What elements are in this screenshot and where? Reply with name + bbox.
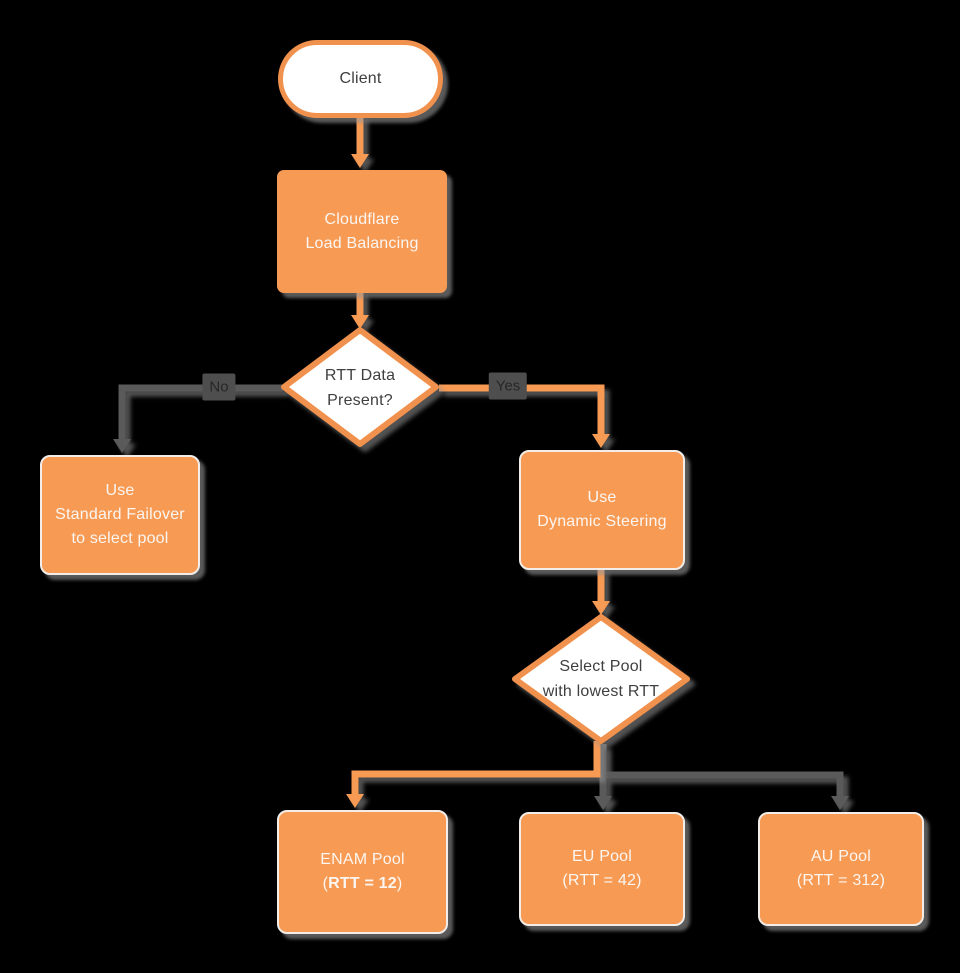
node-dynamic-line1: Use <box>587 489 617 506</box>
node-eu-pool: EU Pool (RTT = 42) <box>519 812 685 926</box>
node-enam-line1: ENAM Pool <box>320 851 405 868</box>
node-enam-rtt-value: RTT = 12 <box>328 875 397 892</box>
node-client-label: Client <box>339 70 382 87</box>
node-enam-paren-close: ) <box>396 875 403 892</box>
node-client: Client <box>278 40 443 118</box>
node-enam-pool: ENAM Pool (RTT = 12) <box>277 810 448 934</box>
node-failover-line1: Use <box>105 482 135 499</box>
node-failover-line3: to select pool <box>71 530 169 547</box>
node-enam-line2: (RTT = 12) <box>323 872 403 896</box>
node-failover-line2: Standard Failover <box>55 506 185 523</box>
decision-rtt-line1: RTT Data <box>324 367 396 384</box>
decision-select-line2: with lowest RTT <box>542 683 660 700</box>
node-au-line1: AU Pool <box>810 848 872 865</box>
edge-label-yes: Yes <box>488 372 528 400</box>
node-eu-line2: (RTT = 42) <box>562 872 642 889</box>
node-cloudflare-load-balancing: Cloudflare Load Balancing <box>277 170 447 293</box>
node-dynamic-line2: Dynamic Steering <box>537 513 667 530</box>
edge-label-no: No <box>202 373 236 401</box>
decision-select-line1: Select Pool <box>559 658 643 675</box>
decision-select-pool-label: Select Pool with lowest RTT <box>511 647 691 711</box>
node-cloudflare-line2: Load Balancing <box>305 234 419 252</box>
node-dynamic-steering: Use Dynamic Steering <box>519 450 685 570</box>
node-au-line2: (RTT = 312) <box>796 872 886 889</box>
decision-rtt-line2: Present? <box>327 392 393 409</box>
node-cloudflare-line1: Cloudflare <box>324 210 400 228</box>
node-standard-failover: Use Standard Failover to select pool <box>40 455 200 575</box>
node-enam-paren-open: ( <box>322 875 329 892</box>
node-au-pool: AU Pool (RTT = 312) <box>758 812 924 926</box>
node-eu-line1: EU Pool <box>571 848 633 865</box>
decision-rtt-data-present-label: RTT Data Present? <box>280 356 440 420</box>
